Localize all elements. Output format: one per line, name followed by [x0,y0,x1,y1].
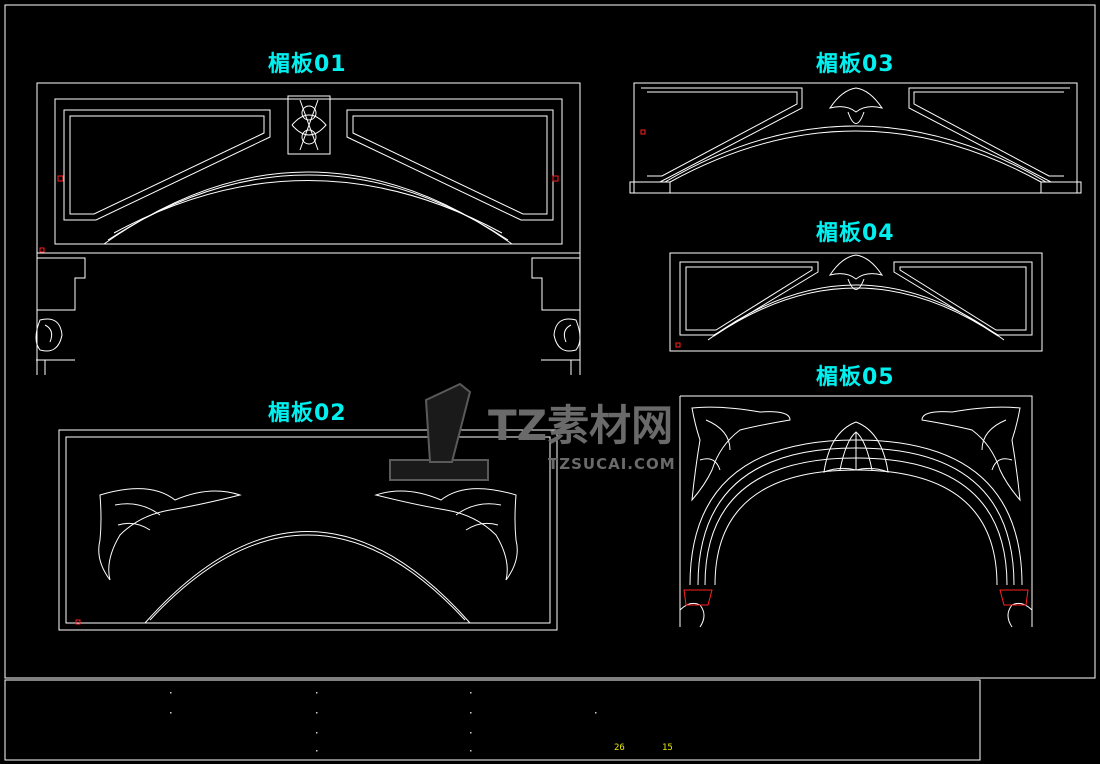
panel-02-drawing [58,429,558,631]
drawing-border [4,4,1096,679]
panel-01-title: 楣板01 [268,52,347,77]
panel-04-title: 楣板04 [816,221,895,246]
title-block-value-a: 26 [614,743,625,753]
title-block-marks [170,692,597,752]
panel-05-title: 楣板05 [816,365,895,390]
watermark-emblem [389,382,489,481]
panel-01-drawing [35,82,581,375]
title-block-value-b: 15 [662,743,673,753]
watermark-brand: TZ素材网 [488,401,674,450]
watermark-url: TZSUCAI.COM [548,455,676,473]
panel-03-drawing [629,82,1082,194]
panel-02-title: 楣板02 [268,401,347,426]
panel-05-drawing [679,395,1033,628]
panel-04-drawing [669,252,1043,352]
title-block-frame [4,679,981,761]
panel-03-title: 楣板03 [816,52,895,77]
